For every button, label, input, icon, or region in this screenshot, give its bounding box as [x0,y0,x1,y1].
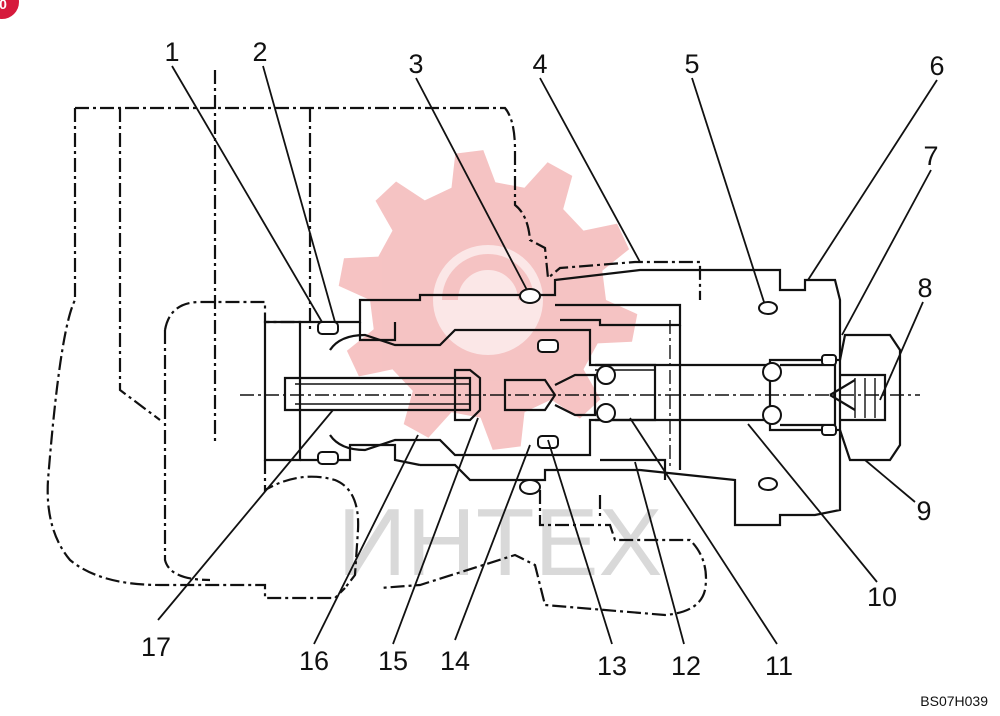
callout-8: 8 [917,273,932,303]
spool [283,328,657,457]
leader-13 [547,439,613,645]
callout-5: 5 [684,49,699,79]
leader-6 [807,79,938,281]
callout-3: 3 [408,49,423,79]
callout-4: 4 [532,49,547,79]
leader-9 [864,459,916,503]
callout-6: 6 [929,51,944,81]
corner-badge: 0 [0,0,19,19]
leader-3 [415,77,528,291]
callout-16: 16 [299,646,329,676]
watermark-text: ИНТЕХ [337,489,662,596]
leader-16 [313,434,419,645]
leader-1 [171,65,323,323]
valve-body [263,268,842,527]
leader-17 [157,409,334,621]
callout-1: 1 [164,37,179,67]
leader-8 [879,301,924,401]
callout-9: 9 [916,496,931,526]
leader-lines [157,65,938,645]
callout-7: 7 [923,141,938,171]
callout-10: 10 [867,582,897,612]
callout-12: 12 [671,651,701,681]
callout-14: 14 [440,646,470,676]
leader-15 [392,417,479,645]
leader-5 [691,77,765,303]
callout-2: 2 [252,37,267,67]
leader-4 [539,77,641,263]
watermark-gear-logo [338,150,638,450]
leader-12 [634,461,685,645]
callout-11: 11 [765,651,793,681]
callout-17: 17 [141,632,171,662]
housing-outline [46,70,708,617]
leader-10 [747,423,878,583]
callout-15: 15 [378,646,408,676]
leader-14 [454,444,531,641]
callout-13: 13 [597,651,627,681]
leader-11 [629,417,778,645]
callout-labels: 1 2 3 4 5 6 7 8 9 10 11 12 13 14 15 16 1… [141,37,945,681]
plug-assembly [595,333,902,462]
leader-2 [262,65,336,323]
seals [317,288,837,495]
figure-code: BS07H039 [920,693,988,709]
badge-text: 0 [0,0,7,12]
leader-7 [841,169,932,336]
